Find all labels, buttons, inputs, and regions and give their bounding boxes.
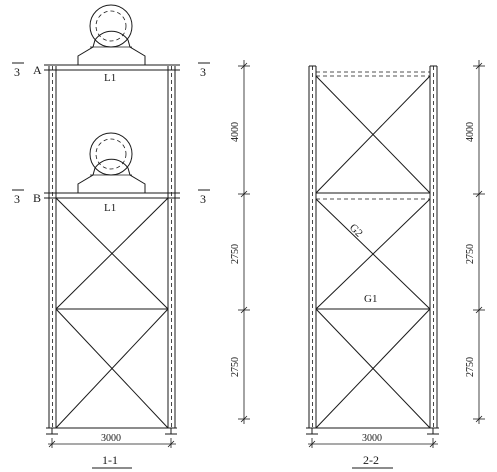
svg-text:3000: 3000 xyxy=(362,433,382,444)
beam-label-a: L1 xyxy=(104,72,116,84)
width-dimension-2-2: 3000 xyxy=(308,433,438,448)
support-right-2 xyxy=(427,427,439,435)
svg-text:2750: 2750 xyxy=(465,244,476,264)
equipment-mid xyxy=(77,132,146,193)
view-2-2: G2 G1 3000 2-2 xyxy=(306,60,485,469)
brace-label-g1: G1 xyxy=(364,293,377,305)
mid-beam-2 xyxy=(316,192,430,200)
x-bracing-lower xyxy=(55,308,169,429)
x-bracing-top-2 xyxy=(315,75,431,194)
beam-level-a xyxy=(44,64,180,71)
svg-text:3: 3 xyxy=(200,65,206,79)
caption-1-1: 1-1 xyxy=(92,453,132,469)
svg-text:3: 3 xyxy=(14,192,20,206)
x-bracing-upper xyxy=(55,197,169,310)
left-column-2 xyxy=(308,66,317,428)
support-right xyxy=(165,427,177,435)
svg-text:4000: 4000 xyxy=(230,122,241,142)
view-1-1: L1 L1 A B 3 3 3 3 xyxy=(12,4,250,469)
svg-text:3000: 3000 xyxy=(101,433,121,444)
svg-text:3: 3 xyxy=(200,192,206,206)
svg-text:2750: 2750 xyxy=(465,357,476,377)
svg-text:1-1: 1-1 xyxy=(102,453,118,467)
level-label-b: B xyxy=(33,191,41,205)
caption-2-2: 2-2 xyxy=(352,453,393,469)
beam-level-b xyxy=(44,192,180,199)
beam-label-b: L1 xyxy=(104,202,116,214)
brace-label-g2: G2 xyxy=(347,222,365,240)
x-bracing-mid-2 xyxy=(315,198,431,310)
level-label-a: A xyxy=(33,63,42,77)
right-column-2 xyxy=(429,66,438,428)
svg-text:3: 3 xyxy=(14,65,20,79)
x-bracing-low-2 xyxy=(315,308,431,429)
section-mark-b-right: 3 xyxy=(198,189,210,206)
top-beam-2 xyxy=(316,71,430,77)
svg-text:2750: 2750 xyxy=(230,357,241,377)
width-dimension-1-1: 3000 xyxy=(48,433,176,448)
svg-text:2750: 2750 xyxy=(230,244,241,264)
section-mark-a-right: 3 xyxy=(198,62,210,79)
height-dimension-1-1: 4000 2750 2750 xyxy=(230,60,250,424)
support-left-2 xyxy=(306,427,318,435)
svg-text:2-2: 2-2 xyxy=(363,453,379,467)
height-dimension-2-2: 4000 2750 2750 xyxy=(465,60,485,424)
right-column xyxy=(167,66,176,428)
equipment-top xyxy=(77,4,146,65)
support-left xyxy=(46,427,58,435)
section-mark-b-left: 3 xyxy=(12,189,24,206)
svg-text:4000: 4000 xyxy=(465,122,476,142)
section-mark-a-left: 3 xyxy=(12,62,24,79)
left-column xyxy=(48,66,57,428)
